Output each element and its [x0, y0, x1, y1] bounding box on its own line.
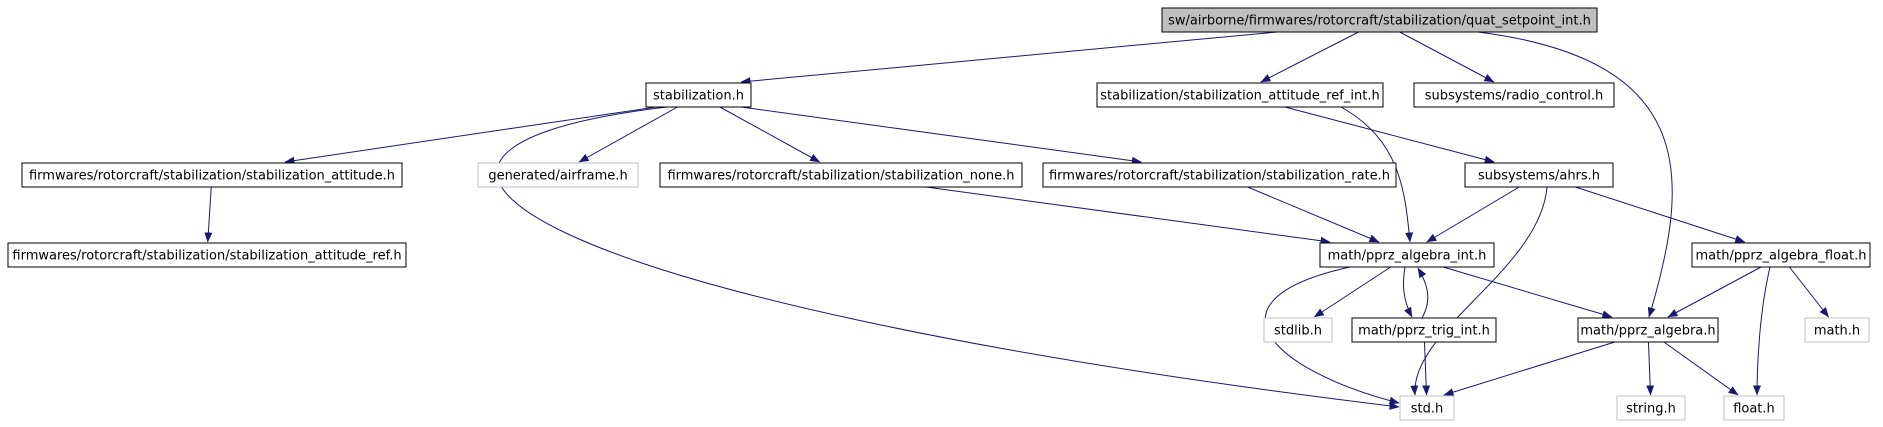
- edge-stab_attitude-to-stab_att_ref: [204, 186, 213, 243]
- edge-algebra_int-to-algebra: [1443, 266, 1613, 319]
- edge-root-to-stabilization: [740, 31, 1278, 86]
- node-box-stab_none: [659, 162, 1023, 188]
- node-label-ahrs: subsystems/ahrs.h: [1478, 169, 1600, 184]
- node-label-algebra_int: math/pprz_algebra_int.h: [1328, 249, 1487, 264]
- node-label-float: float.h: [1733, 402, 1775, 417]
- node-label-trig_int: math/pprz_trig_int.h: [1358, 324, 1490, 339]
- node-stdlib: stdlib.h: [1263, 317, 1333, 343]
- node-box-algebra_int: [1319, 242, 1495, 268]
- node-box-algebra: [1577, 317, 1719, 343]
- node-box-trig_int: [1351, 317, 1497, 343]
- node-box-stab_rate: [1042, 162, 1397, 188]
- node-ahrs[interactable]: subsystems/ahrs.h: [1464, 162, 1614, 188]
- edge-root-to-algebra: [1477, 31, 1673, 318]
- node-label-stabilization: stabilization.h: [653, 89, 744, 104]
- node-label-airframe: generated/airframe.h: [488, 169, 627, 184]
- edge-algebra_float-to-float: [1753, 266, 1771, 396]
- node-trig_int[interactable]: math/pprz_trig_int.h: [1351, 317, 1497, 343]
- node-stabilization[interactable]: stabilization.h: [645, 82, 752, 108]
- node-algebra_int[interactable]: math/pprz_algebra_int.h: [1319, 242, 1495, 268]
- node-radio_control[interactable]: subsystems/radio_control.h: [1413, 82, 1615, 108]
- node-box-float: [1723, 395, 1785, 421]
- node-airframe: generated/airframe.h: [477, 162, 639, 188]
- node-algebra_float[interactable]: math/pprz_algebra_float.h: [1691, 242, 1871, 268]
- edge-stabilization-to-stab_none: [719, 106, 821, 163]
- node-label-stab_attitude: firmwares/rotorcraft/stabilization/stabi…: [29, 169, 395, 184]
- node-label-std: std.h: [1411, 402, 1444, 417]
- node-box-math: [1804, 317, 1870, 343]
- edge-stabilization-to-std: [496, 106, 1400, 410]
- edge-stab_rate-to-algebra_int: [1247, 186, 1380, 243]
- edge-algebra-to-float: [1663, 341, 1739, 396]
- edge-trig_int-to-algebra_int: [1417, 267, 1429, 319]
- edge-root-to-att_ref_int: [1260, 31, 1359, 83]
- node-box-airframe: [477, 162, 639, 188]
- node-algebra[interactable]: math/pprz_algebra.h: [1577, 317, 1719, 343]
- node-label-stab_none: firmwares/rotorcraft/stabilization/stabi…: [667, 169, 1014, 184]
- node-root[interactable]: sw/airborne/firmwares/rotorcraft/stabili…: [1161, 7, 1598, 33]
- node-label-att_ref_int: stabilization/stabilization_attitude_ref…: [1100, 89, 1379, 104]
- node-box-std: [1399, 395, 1455, 421]
- edge-algebra_float-to-algebra: [1667, 266, 1762, 318]
- edge-algebra-to-std: [1443, 341, 1615, 397]
- node-stab_att_ref[interactable]: firmwares/rotorcraft/stabilization/stabi…: [7, 242, 407, 268]
- edge-algebra-to-string: [1646, 341, 1655, 396]
- edges-layer: [204, 31, 1829, 410]
- node-label-math: math.h: [1814, 324, 1860, 339]
- node-stab_rate[interactable]: firmwares/rotorcraft/stabilization/stabi…: [1042, 162, 1397, 188]
- node-stab_attitude[interactable]: firmwares/rotorcraft/stabilization/stabi…: [21, 162, 403, 188]
- edge-algebra_int-to-stdlib: [1313, 266, 1391, 318]
- node-box-stdlib: [1263, 317, 1333, 343]
- node-box-string: [1616, 395, 1686, 421]
- edge-stabilization-to-airframe: [578, 106, 678, 163]
- node-stab_none[interactable]: firmwares/rotorcraft/stabilization/stabi…: [659, 162, 1023, 188]
- node-box-radio_control: [1413, 82, 1615, 108]
- edge-algebra_float-to-math: [1789, 266, 1829, 318]
- node-box-stabilization: [645, 82, 752, 108]
- node-float: float.h: [1723, 395, 1785, 421]
- node-box-root: [1161, 7, 1598, 33]
- edge-stabilization-to-stab_rate: [740, 106, 1142, 165]
- edge-trig_int-to-std: [1422, 341, 1431, 396]
- node-box-att_ref_int: [1096, 82, 1384, 108]
- node-box-stab_attitude: [21, 162, 403, 188]
- edge-stab_none-to-algebra_int: [925, 186, 1331, 245]
- node-label-radio_control: subsystems/radio_control.h: [1425, 89, 1603, 104]
- edge-att_ref_int-to-ahrs: [1284, 106, 1495, 164]
- node-math: math.h: [1804, 317, 1870, 343]
- node-std: std.h: [1399, 395, 1455, 421]
- node-label-root: sw/airborne/firmwares/rotorcraft/stabili…: [1168, 14, 1591, 29]
- node-label-string: string.h: [1626, 402, 1676, 417]
- node-label-stab_att_ref: firmwares/rotorcraft/stabilization/stabi…: [12, 249, 401, 264]
- edge-ahrs-to-algebra_int: [1426, 186, 1520, 243]
- node-label-stdlib: stdlib.h: [1274, 324, 1322, 339]
- node-string: string.h: [1616, 395, 1686, 421]
- edge-algebra_int-to-trig_int: [1403, 266, 1413, 318]
- edge-root-to-radio_control: [1399, 31, 1495, 83]
- node-label-stab_rate: firmwares/rotorcraft/stabilization/stabi…: [1049, 169, 1390, 184]
- nodes-layer: sw/airborne/firmwares/rotorcraft/stabili…: [7, 7, 1871, 421]
- node-label-algebra: math/pprz_algebra.h: [1580, 324, 1715, 339]
- edge-ahrs-to-std: [1410, 186, 1548, 396]
- node-box-ahrs: [1464, 162, 1614, 188]
- node-label-algebra_float: math/pprz_algebra_float.h: [1696, 249, 1867, 264]
- edge-ahrs-to-algebra_float: [1575, 186, 1746, 243]
- node-att_ref_int[interactable]: stabilization/stabilization_attitude_ref…: [1096, 82, 1384, 108]
- node-box-algebra_float: [1691, 242, 1871, 268]
- edge-stabilization-to-stab_attitude: [284, 106, 657, 165]
- node-box-stab_att_ref: [7, 242, 407, 268]
